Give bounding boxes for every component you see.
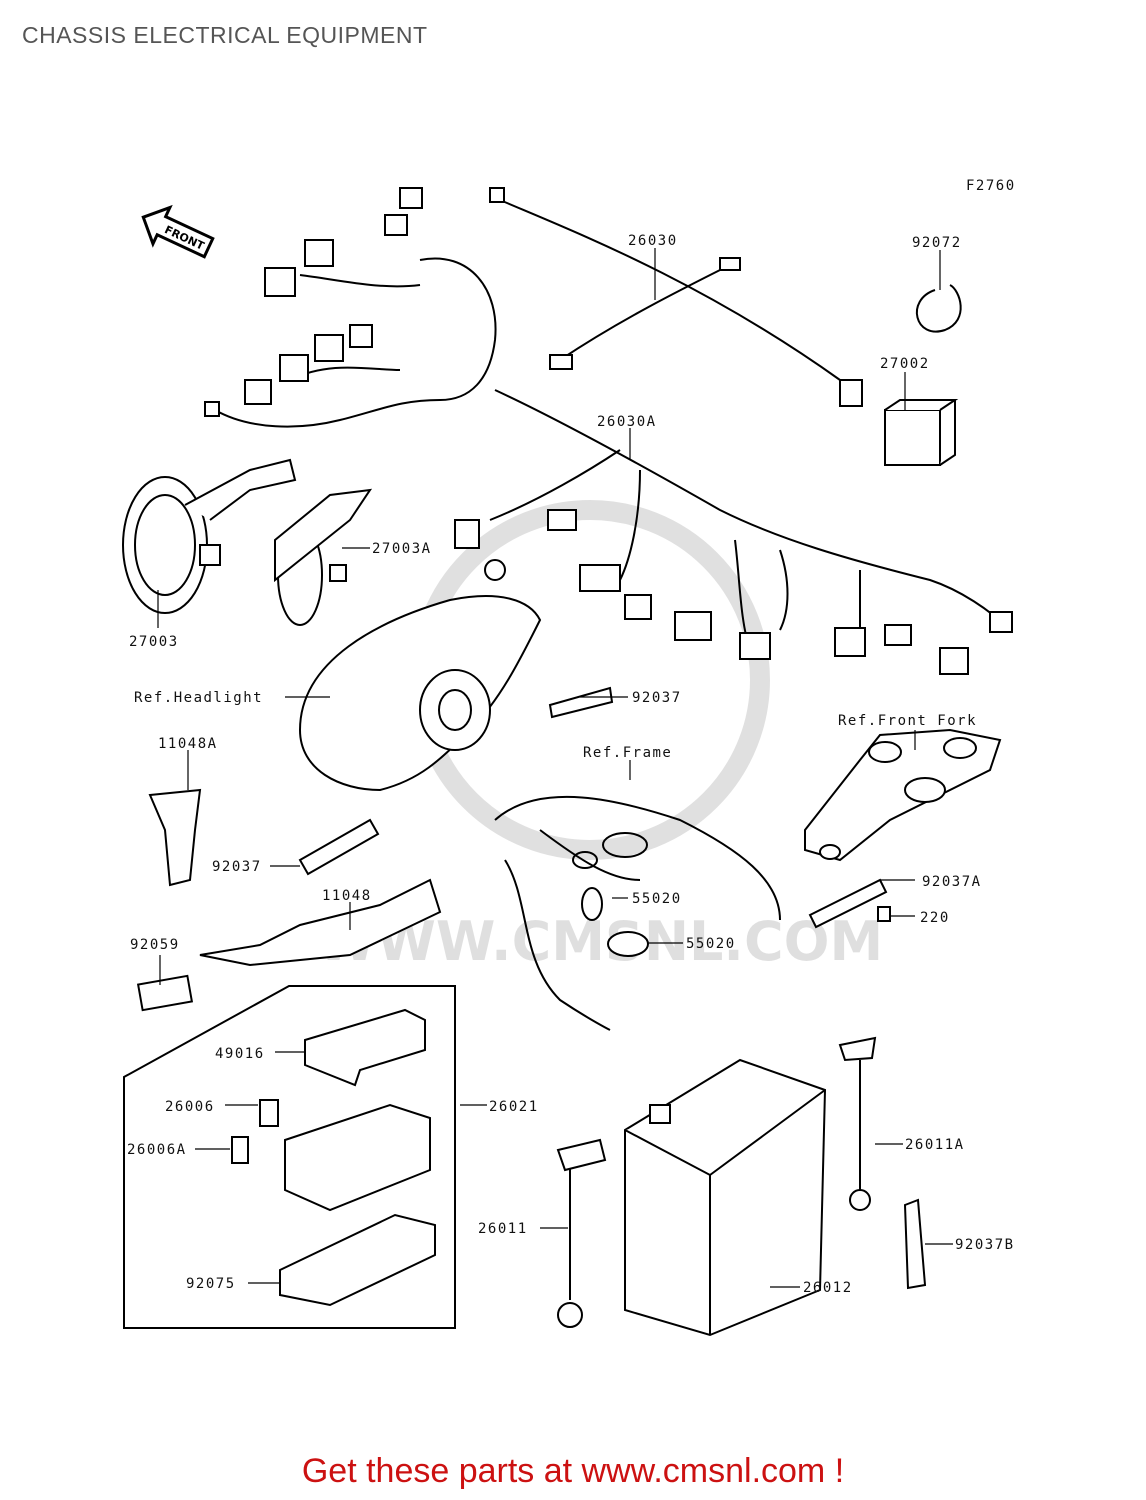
label-26030A: 26030A (597, 414, 657, 430)
label-27003A: 27003A (372, 541, 432, 557)
grommets-55020 (581, 887, 649, 957)
label-ref-frame: Ref.Frame (583, 745, 672, 761)
label-11048A: 11048A (158, 736, 218, 752)
label-26030: 26030 (628, 233, 678, 249)
front-arrow-icon: FRONT (141, 204, 215, 259)
harness-26030 (489, 187, 863, 407)
label-11048: 11048 (322, 888, 372, 904)
fuse-box-assembly (123, 985, 456, 1329)
label-92037A: 92037A (922, 874, 982, 890)
relay-27002 (884, 399, 959, 466)
label-92059: 92059 (130, 937, 180, 953)
label-92037-top: 92037 (632, 690, 682, 706)
label-ref-front-fork: Ref.Front Fork (838, 713, 977, 729)
harness-26030A-connectors (454, 509, 1013, 675)
horn-27003A (274, 488, 373, 626)
main-wiring-harness (214, 257, 1011, 651)
leader-lines (157, 248, 953, 1288)
frame-section (494, 795, 781, 1031)
label-26012: 26012 (803, 1280, 853, 1296)
label-220: 220 (920, 910, 950, 926)
straps-and-brackets (136, 686, 927, 1290)
headlight-housing (298, 595, 542, 792)
connector-cluster (204, 187, 423, 417)
label-49016: 49016 (215, 1046, 265, 1062)
label-26011A: 26011A (905, 1137, 965, 1153)
label-55020-b: 55020 (686, 936, 736, 952)
label-27002: 27002 (880, 356, 930, 372)
label-92075: 92075 (186, 1276, 236, 1292)
battery-26012 (624, 1058, 827, 1337)
label-55020-a: 55020 (632, 891, 682, 907)
label-26011: 26011 (478, 1221, 528, 1237)
battery-cables (556, 1036, 877, 1328)
figure-code: F2760 (966, 178, 1016, 194)
label-92037-mid: 92037 (212, 859, 262, 875)
footer-link[interactable]: Get these parts at www.cmsnl.com ! (0, 1452, 1146, 1491)
label-26006: 26006 (165, 1099, 215, 1115)
label-26006A: 26006A (127, 1142, 187, 1158)
label-ref-headlight: Ref.Headlight (134, 690, 263, 706)
horn-27003 (122, 458, 297, 614)
footer-link-text[interactable]: Get these parts at www.cmsnl.com ! (301, 1452, 845, 1490)
page-title: CHASSIS ELECTRICAL EQUIPMENT (22, 22, 428, 48)
label-27003: 27003 (129, 634, 179, 650)
label-92072: 92072 (912, 235, 962, 251)
label-26021: 26021 (489, 1099, 539, 1115)
label-92037B: 92037B (955, 1237, 1015, 1253)
front-fork-bracket (804, 728, 1002, 862)
clamp-92072 (916, 284, 962, 333)
